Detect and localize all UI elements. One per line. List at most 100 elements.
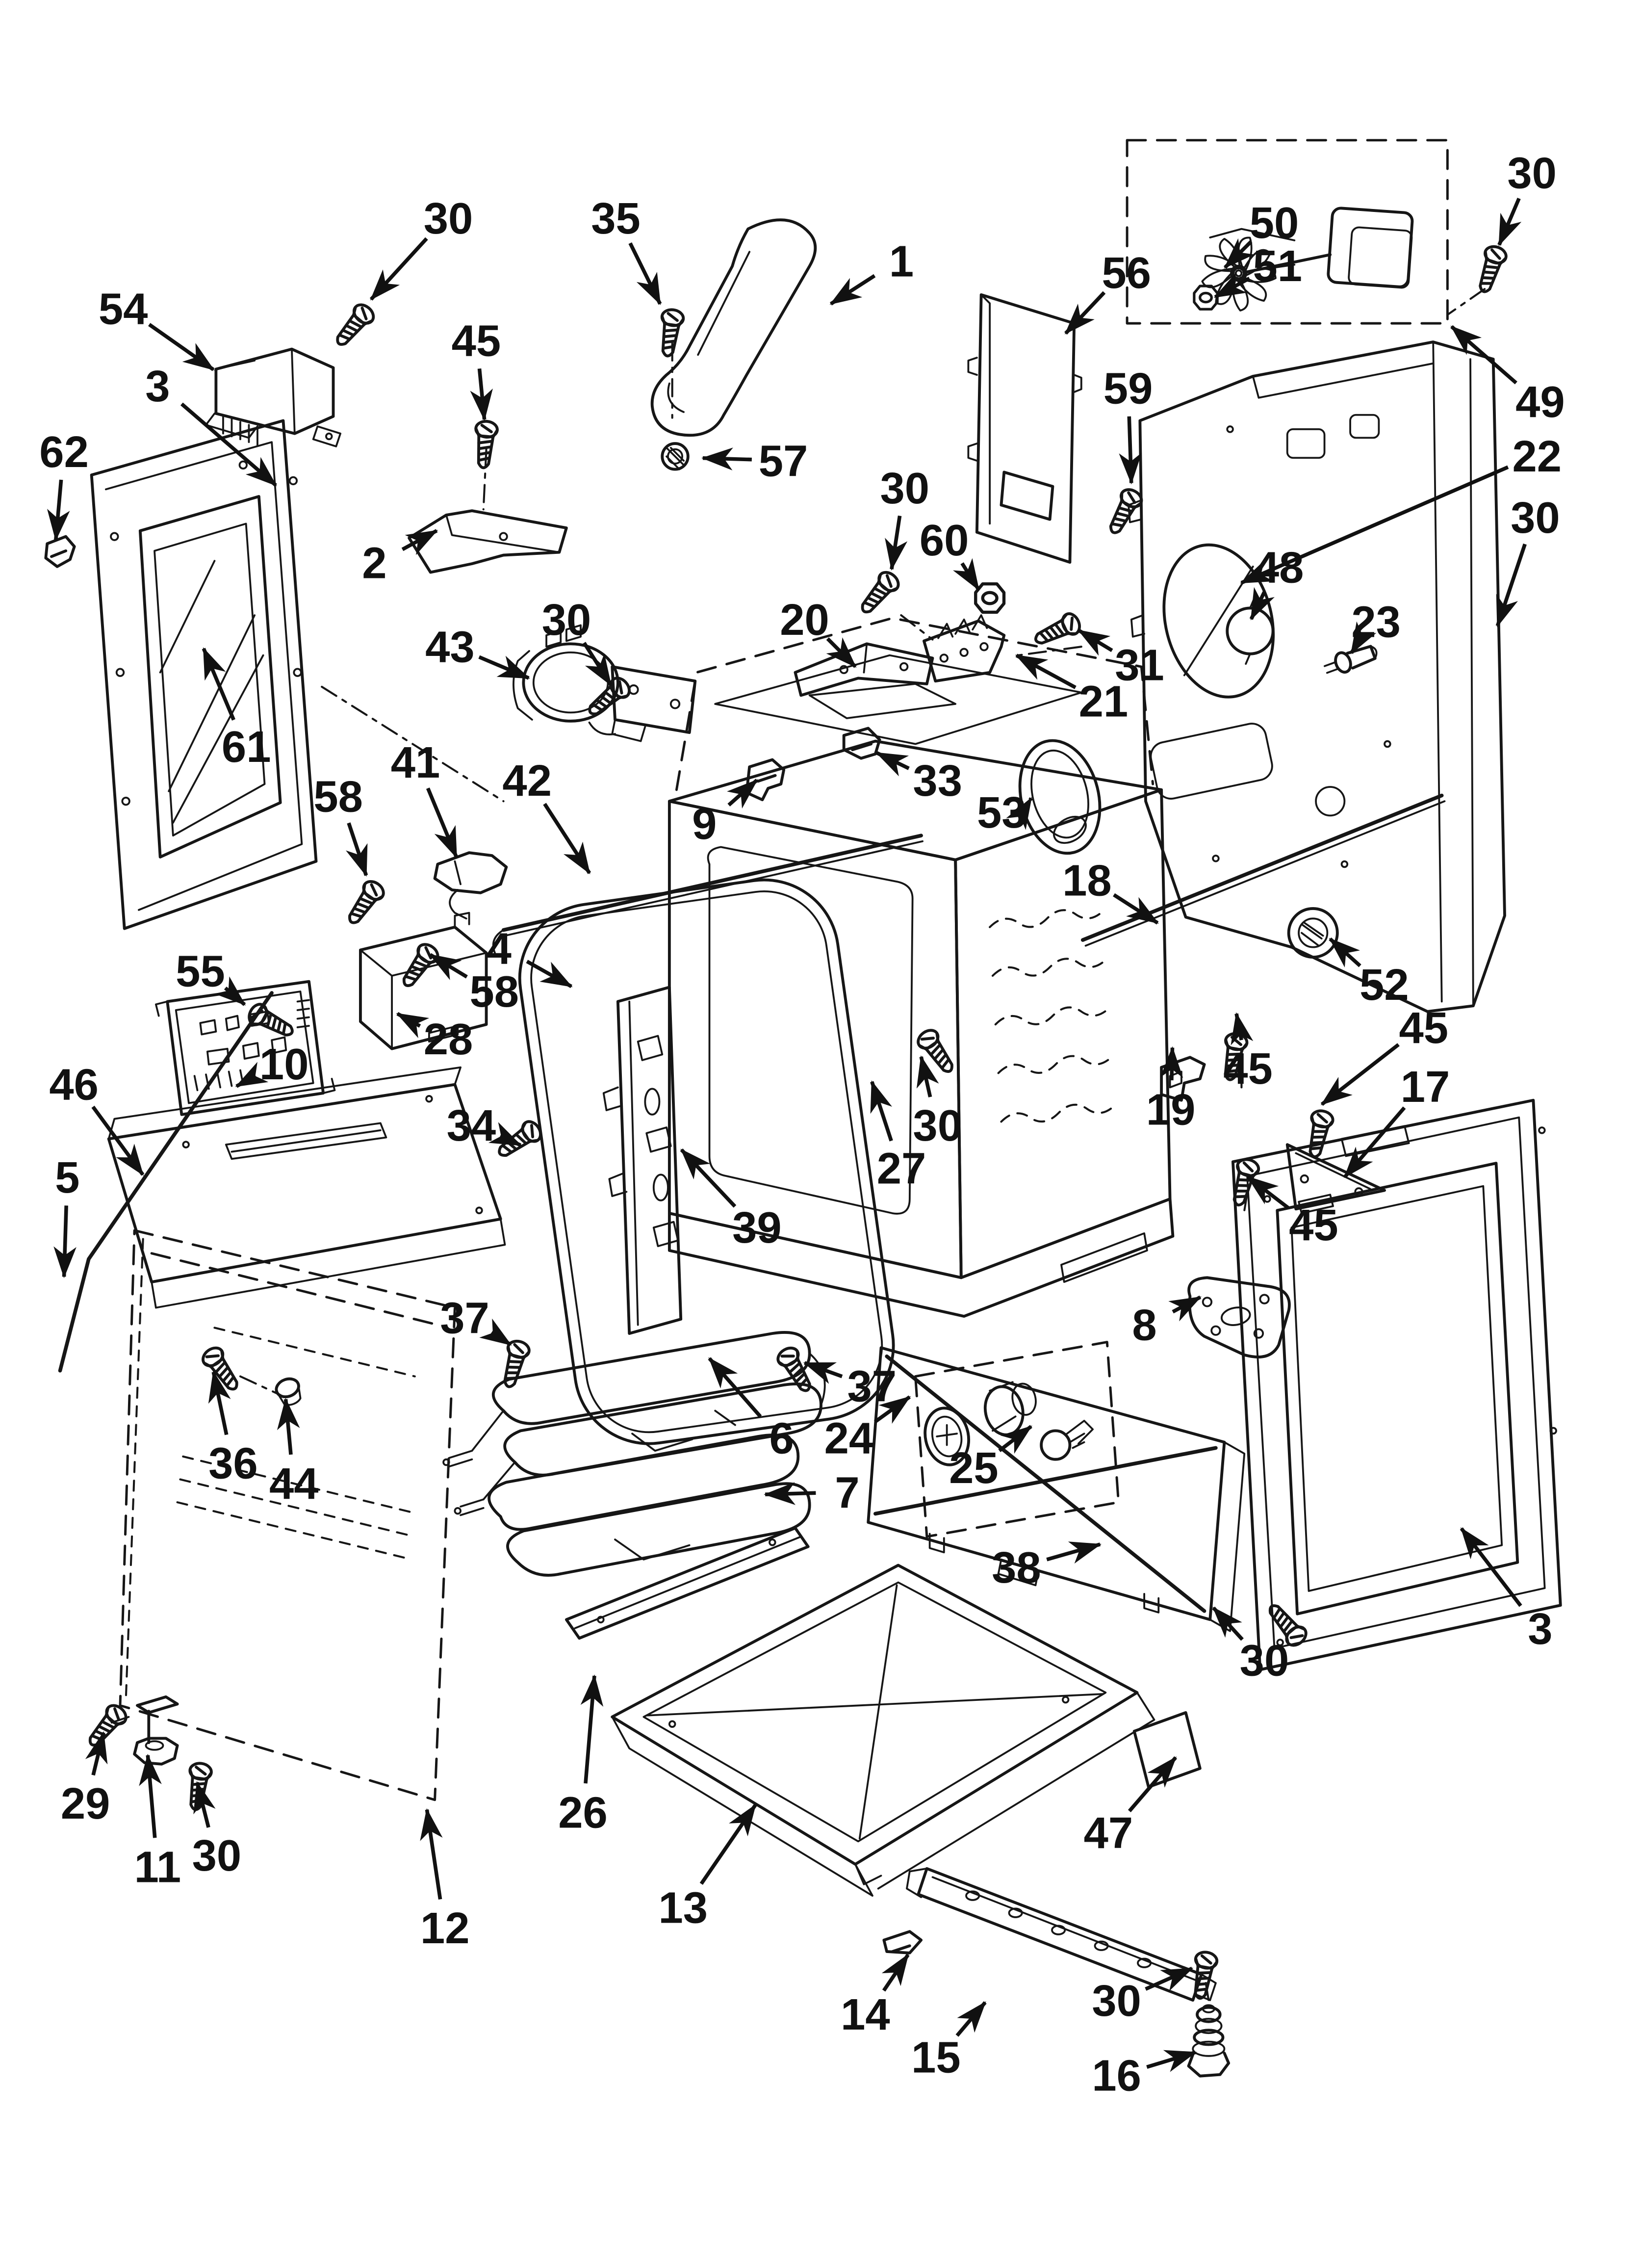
part-number: 10 <box>259 1040 309 1089</box>
callout-45: 45 <box>1223 1012 1273 1094</box>
part-number: 30 <box>913 1101 962 1150</box>
callout-39: 39 <box>680 1148 782 1252</box>
side-pan <box>107 1066 506 1309</box>
support-bracket <box>408 448 568 574</box>
callout-30: 30 <box>192 1781 242 1880</box>
callout-44: 44 <box>269 1398 319 1509</box>
part-number: 30 <box>424 194 473 243</box>
callout-37: 37 <box>440 1294 512 1347</box>
callout-24: 24 <box>824 1395 911 1463</box>
part-number: 30 <box>542 595 591 645</box>
callout-58: 58 <box>429 953 519 1017</box>
callout-19: 19 <box>1146 1046 1195 1134</box>
hinge-rod <box>492 834 924 954</box>
part-number: 3 <box>1528 1604 1552 1654</box>
leveling-leg <box>110 1695 179 1766</box>
part-number: 30 <box>192 1831 242 1880</box>
callout-6: 6 <box>708 1357 794 1463</box>
callout-10: 10 <box>235 1040 309 1089</box>
screw <box>856 569 902 618</box>
callout-28: 28 <box>396 1012 473 1064</box>
support-rod <box>1080 793 1444 942</box>
callout-35: 35 <box>591 194 662 306</box>
callout-34: 34 <box>447 1101 522 1150</box>
door-glass-reflection <box>159 560 264 824</box>
vent-trim <box>650 218 817 437</box>
callout-27: 27 <box>870 1080 926 1194</box>
grommet <box>661 442 690 471</box>
clip <box>745 758 786 802</box>
callout-4: 4 <box>487 924 573 989</box>
cooling-motor <box>513 624 697 742</box>
callout-46: 46 <box>49 1060 145 1176</box>
insulation-lines <box>989 909 1105 928</box>
front-rail <box>564 1526 810 1640</box>
part-number: 37 <box>440 1294 489 1343</box>
part-number: 42 <box>502 756 552 806</box>
ground-wire <box>58 991 274 1373</box>
part-number: 3 <box>145 362 170 411</box>
part-number: 14 <box>841 1990 890 2039</box>
part-number: 30 <box>1240 1636 1289 1686</box>
callout-60: 60 <box>920 516 980 591</box>
callout-38: 38 <box>992 1541 1102 1592</box>
part-number: 34 <box>447 1101 496 1150</box>
part-number: 60 <box>920 516 969 565</box>
callout-36: 36 <box>208 1370 258 1488</box>
mounting-bracket <box>794 642 957 719</box>
part-number: 28 <box>424 1015 473 1064</box>
part-number: 30 <box>1092 1976 1141 2026</box>
oven-cavity <box>667 617 1175 1318</box>
glide-clip <box>882 1930 923 1955</box>
part-number: 43 <box>425 622 475 672</box>
callout-37: 37 <box>803 1361 897 1411</box>
callout-12: 12 <box>420 1808 470 1953</box>
callout-58: 58 <box>313 772 368 877</box>
clip <box>842 727 881 760</box>
part-number: 4 <box>487 924 512 973</box>
callout-8: 8 <box>1132 1295 1202 1350</box>
callout-26: 26 <box>558 1674 608 1837</box>
callout-33: 33 <box>875 751 962 806</box>
serial-label <box>1132 1711 1202 1789</box>
callout-30: 30 <box>913 1055 962 1150</box>
callout-56: 56 <box>1064 248 1151 335</box>
part-number: 11 <box>134 1842 181 1892</box>
part-number: 9 <box>692 799 717 849</box>
callout-42: 42 <box>502 756 591 875</box>
screw <box>1304 1109 1334 1159</box>
callout-30: 30 <box>1497 148 1557 246</box>
part-number: 18 <box>1062 856 1112 906</box>
screw <box>657 309 685 358</box>
part-number: 58 <box>469 967 519 1017</box>
control-board <box>154 980 336 1116</box>
part-number: 59 <box>1103 364 1153 414</box>
screw <box>200 1344 244 1395</box>
part-number: 33 <box>913 756 962 806</box>
screw <box>494 1118 544 1162</box>
part-number: 45 <box>1399 1003 1448 1053</box>
door-clip <box>44 535 76 568</box>
part-number: 21 <box>1079 677 1129 726</box>
part-number: 55 <box>176 946 225 996</box>
part-number: 15 <box>911 2033 961 2083</box>
oven-door-right <box>1231 1098 1562 1671</box>
callout-62: 62 <box>39 427 89 542</box>
part-number: 54 <box>99 285 148 334</box>
part-number: 26 <box>558 1788 608 1837</box>
dashed-kit-box <box>1126 139 1449 325</box>
part-number: 51 <box>1253 241 1302 291</box>
part-number: 57 <box>759 436 808 486</box>
callout-51: 51 <box>1213 241 1302 299</box>
part-number: 13 <box>658 1883 708 1933</box>
hole-plug <box>275 1377 302 1406</box>
screw <box>1031 611 1082 650</box>
callout-1: 1 <box>829 237 914 306</box>
light-bulb <box>1040 1429 1072 1461</box>
part-number: 29 <box>61 1779 110 1828</box>
broil-element <box>442 1331 826 1516</box>
part-number: 30 <box>1511 493 1560 543</box>
callout-16: 16 <box>1092 2050 1197 2101</box>
